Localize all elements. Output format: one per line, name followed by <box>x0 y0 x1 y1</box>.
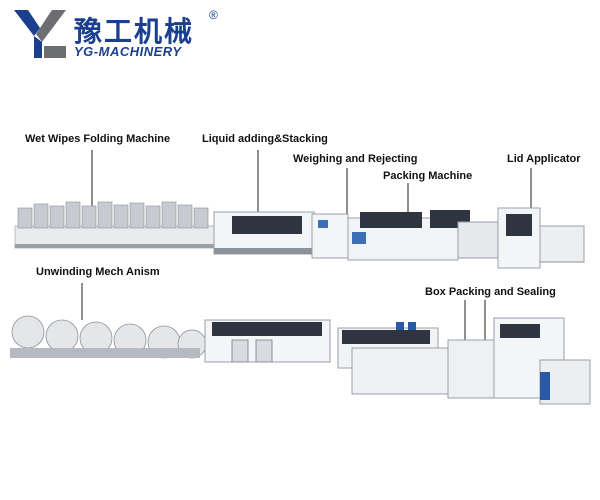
brand-name-en: YG-MACHINERY <box>74 44 182 59</box>
liquid-adding-stacking-machine <box>213 211 349 259</box>
box-packing-sealing-machine <box>351 317 591 405</box>
unwinding-mechanism <box>10 315 207 359</box>
packing-machine <box>347 210 499 261</box>
label-unwinding: Unwinding Mech Anism <box>36 266 160 278</box>
label-packing: Packing Machine <box>383 170 473 182</box>
label-liquid-adding: Liquid adding&Stacking <box>202 133 328 145</box>
wet-wipes-folding-machine <box>14 201 216 249</box>
yg-logo-mark-icon <box>14 10 66 58</box>
lid-applicator-machine <box>497 207 585 269</box>
label-wet-wipes-folding: Wet Wipes Folding Machine <box>25 133 171 145</box>
label-lid-applicator: Lid Applicator <box>507 153 581 165</box>
brand-name-cn: 豫工机械 <box>74 15 195 48</box>
label-box-packing: Box Packing and Sealing <box>425 286 556 298</box>
label-weighing: Weighing and Rejecting <box>293 153 418 165</box>
brand-logo: 豫工机械 ® YG-MACHINERY <box>12 8 222 60</box>
registered-mark: ® <box>209 8 218 22</box>
